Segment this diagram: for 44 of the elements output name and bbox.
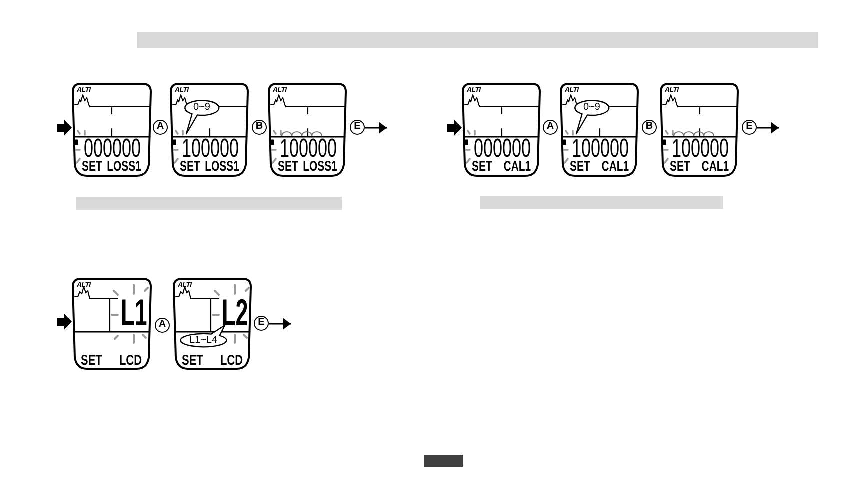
lcd-screen xyxy=(173,278,252,370)
block-arrow xyxy=(57,120,72,136)
arrow xyxy=(757,122,779,134)
range-label: 0~9 xyxy=(192,101,212,115)
digit-readout: 000000 xyxy=(474,138,532,160)
digit-readout: 100000 xyxy=(182,138,240,160)
circled-letter: E xyxy=(254,316,269,331)
lcd-screen xyxy=(268,83,347,177)
block-arrow xyxy=(447,120,462,136)
lcd-text: SET CAL1 xyxy=(570,162,630,174)
lcd-text: SET LOSS1 xyxy=(82,162,142,174)
lcd-text: SET CAL1 xyxy=(472,162,532,174)
lcd-text: SET LCD xyxy=(81,356,142,368)
circled-letter: A xyxy=(155,318,170,333)
lcd-screen xyxy=(660,83,739,177)
digit-readout: 100000 xyxy=(280,138,338,160)
range-label: 0~9 xyxy=(582,101,602,115)
lcd-text: SET LOSS1 xyxy=(278,162,338,174)
lcd-text: SET CAL1 xyxy=(670,162,730,174)
speech-bubble xyxy=(184,100,220,135)
digit-readout: L2 xyxy=(222,298,248,330)
circled-letter: B xyxy=(252,120,267,135)
circled-letter: E xyxy=(742,120,757,135)
circled-letter: E xyxy=(350,120,365,135)
lcd-screen xyxy=(462,83,541,177)
digit-readout: 000000 xyxy=(84,138,142,160)
digit-readout: 100000 xyxy=(672,138,730,160)
circled-letter: A xyxy=(543,120,558,135)
lcd-screen xyxy=(560,83,639,177)
lcd-screen xyxy=(72,278,152,370)
lcd-screen xyxy=(72,83,152,177)
arrow xyxy=(269,318,291,330)
circled-letter: B xyxy=(642,120,657,135)
lcd-text: SET LCD xyxy=(182,356,244,368)
lcd-text: SET LOSS1 xyxy=(180,162,240,174)
circled-letter: A xyxy=(153,120,168,135)
arrow xyxy=(365,122,387,134)
speech-bubble xyxy=(179,324,229,349)
block-arrow xyxy=(57,314,72,330)
digit-readout: L1 xyxy=(121,298,148,330)
range-label: L1~L4 xyxy=(188,334,219,347)
digit-readout: 100000 xyxy=(572,138,630,160)
speech-bubble xyxy=(574,100,610,135)
lcd-screen xyxy=(170,83,249,177)
